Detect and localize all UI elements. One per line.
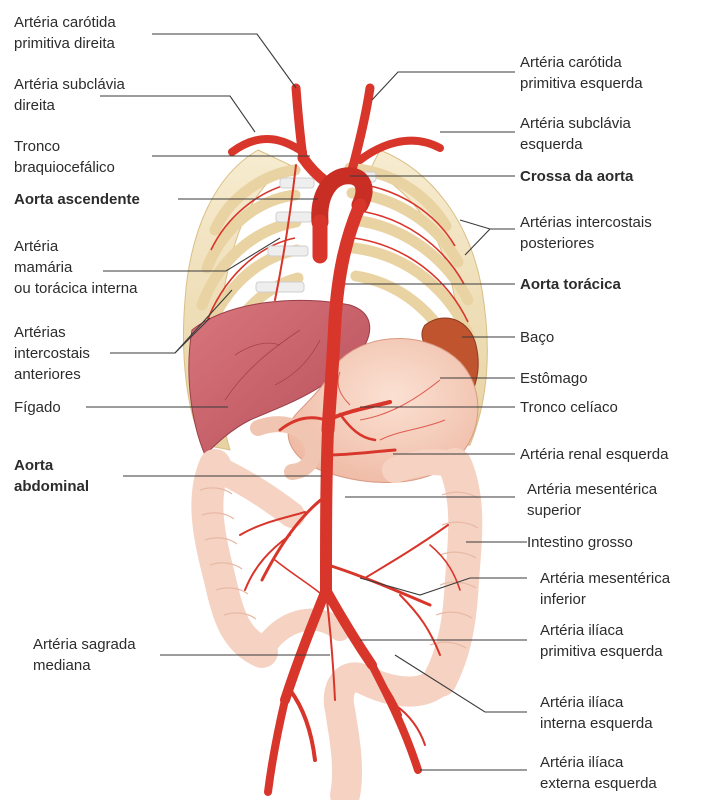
transverse-colon-left: [395, 462, 458, 470]
label-ascending-aorta: Aorta ascendente: [14, 189, 140, 210]
label-celiac-trunk: Tronco celíaco: [520, 397, 618, 418]
label-aortic-arch: Crossa da aorta: [520, 166, 633, 187]
label-left-external-iliac: Artéria ilíaca externa esquerda: [540, 752, 657, 794]
label-large-intestine: Intestino grosso: [527, 532, 633, 553]
label-inferior-mesenteric-artery: Artéria mesentérica inferior: [540, 568, 670, 610]
label-spleen: Baço: [520, 327, 554, 348]
label-stomach: Estômago: [520, 368, 588, 389]
label-superior-mesenteric-artery: Artéria mesentérica superior: [527, 479, 657, 521]
label-right-common-carotid: Artéria carótida primitiva direita: [14, 12, 116, 54]
label-right-subclavian: Artéria subclávia direita: [14, 74, 125, 116]
label-abdominal-aorta: Aorta abdominal: [14, 455, 89, 497]
label-left-subclavian: Artéria subclávia esquerda: [520, 113, 631, 155]
left-subclavian: [360, 141, 440, 160]
label-thoracic-aorta: Aorta torácica: [520, 274, 621, 295]
label-left-common-iliac: Artéria ilíaca primitiva esquerda: [540, 620, 663, 662]
label-left-renal-artery: Artéria renal esquerda: [520, 444, 668, 465]
inferior-mesenteric-artery: [328, 565, 430, 605]
label-posterior-intercostal-arteries: Artérias intercostais posteriores: [520, 212, 652, 254]
label-median-sacral-artery: Artéria sagrada mediana: [33, 634, 136, 676]
label-anterior-intercostal-arteries: Artérias intercostais anteriores: [14, 322, 90, 385]
right-common-iliac: [285, 590, 326, 700]
label-left-internal-iliac: Artéria ilíaca interna esquerda: [540, 692, 653, 734]
right-internal-iliac: [290, 690, 315, 760]
label-left-common-carotid: Artéria carótida primitiva esquerda: [520, 52, 643, 94]
label-internal-thoracic-artery: Artéria mamária ou torácica interna: [14, 236, 137, 299]
ima-branch-2: [400, 595, 440, 655]
label-brachiocephalic-trunk: Tronco braquiocefálico: [14, 136, 115, 178]
duodenum: [258, 424, 313, 472]
label-liver: Fígado: [14, 397, 61, 418]
right-external-iliac: [268, 700, 285, 792]
right-subclavian: [232, 139, 303, 152]
ima-branch-1: [365, 525, 448, 578]
